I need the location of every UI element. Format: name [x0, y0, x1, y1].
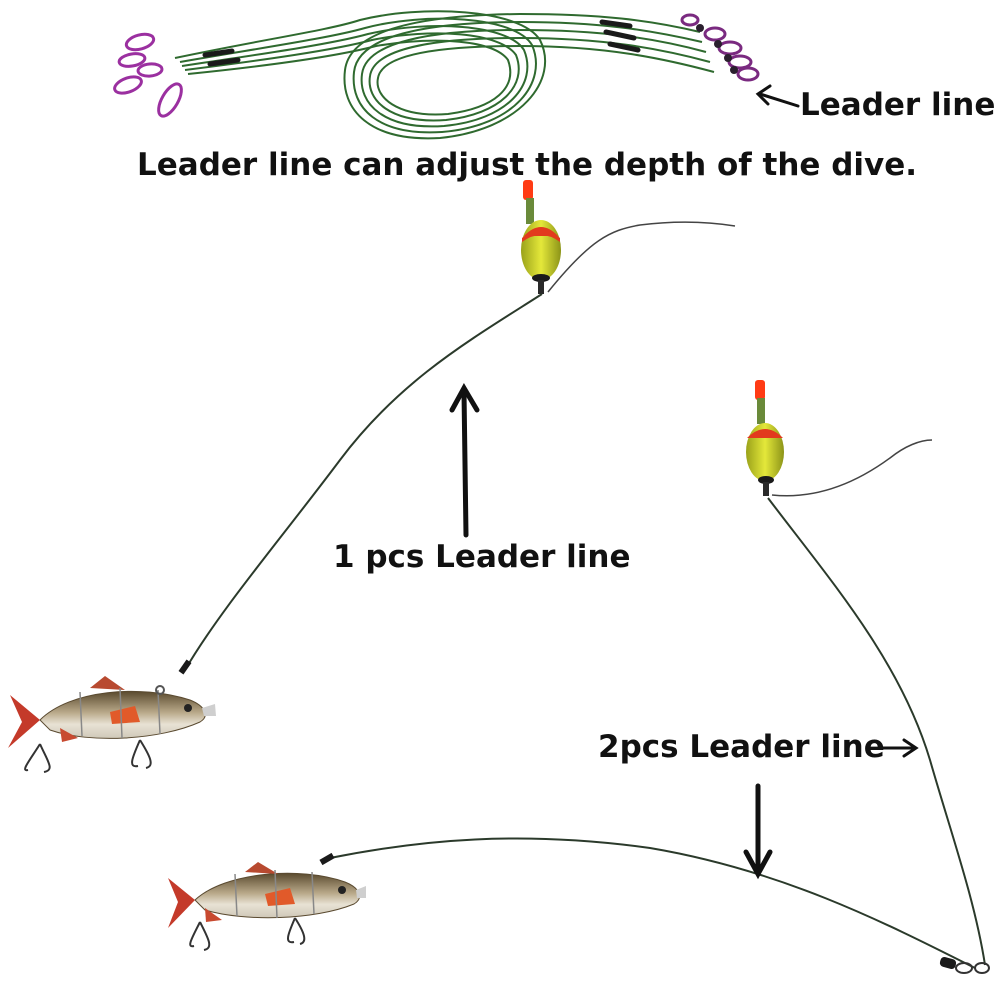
leader-line-coil-icon: [113, 10, 760, 140]
one-pcs-leader-label: 1 pcs Leader line: [333, 539, 631, 575]
swivel-icon: [939, 956, 990, 974]
caption-text: Leader line can adjust the depth of the …: [137, 147, 918, 183]
arrow-icon: [449, 382, 480, 538]
arrow-icon: [880, 738, 919, 758]
arrow-icon: [755, 84, 800, 108]
swimbait-lure-icon: [168, 862, 366, 951]
arrow-icon: [743, 783, 773, 880]
two-pcs-leader-label: 2pcs Leader line: [598, 729, 885, 765]
leader-line-label: Leader line: [800, 87, 996, 123]
fishing-float-icon: [521, 180, 561, 294]
fishing-float-icon: [746, 380, 784, 496]
swimbait-lure-icon: [8, 676, 216, 773]
